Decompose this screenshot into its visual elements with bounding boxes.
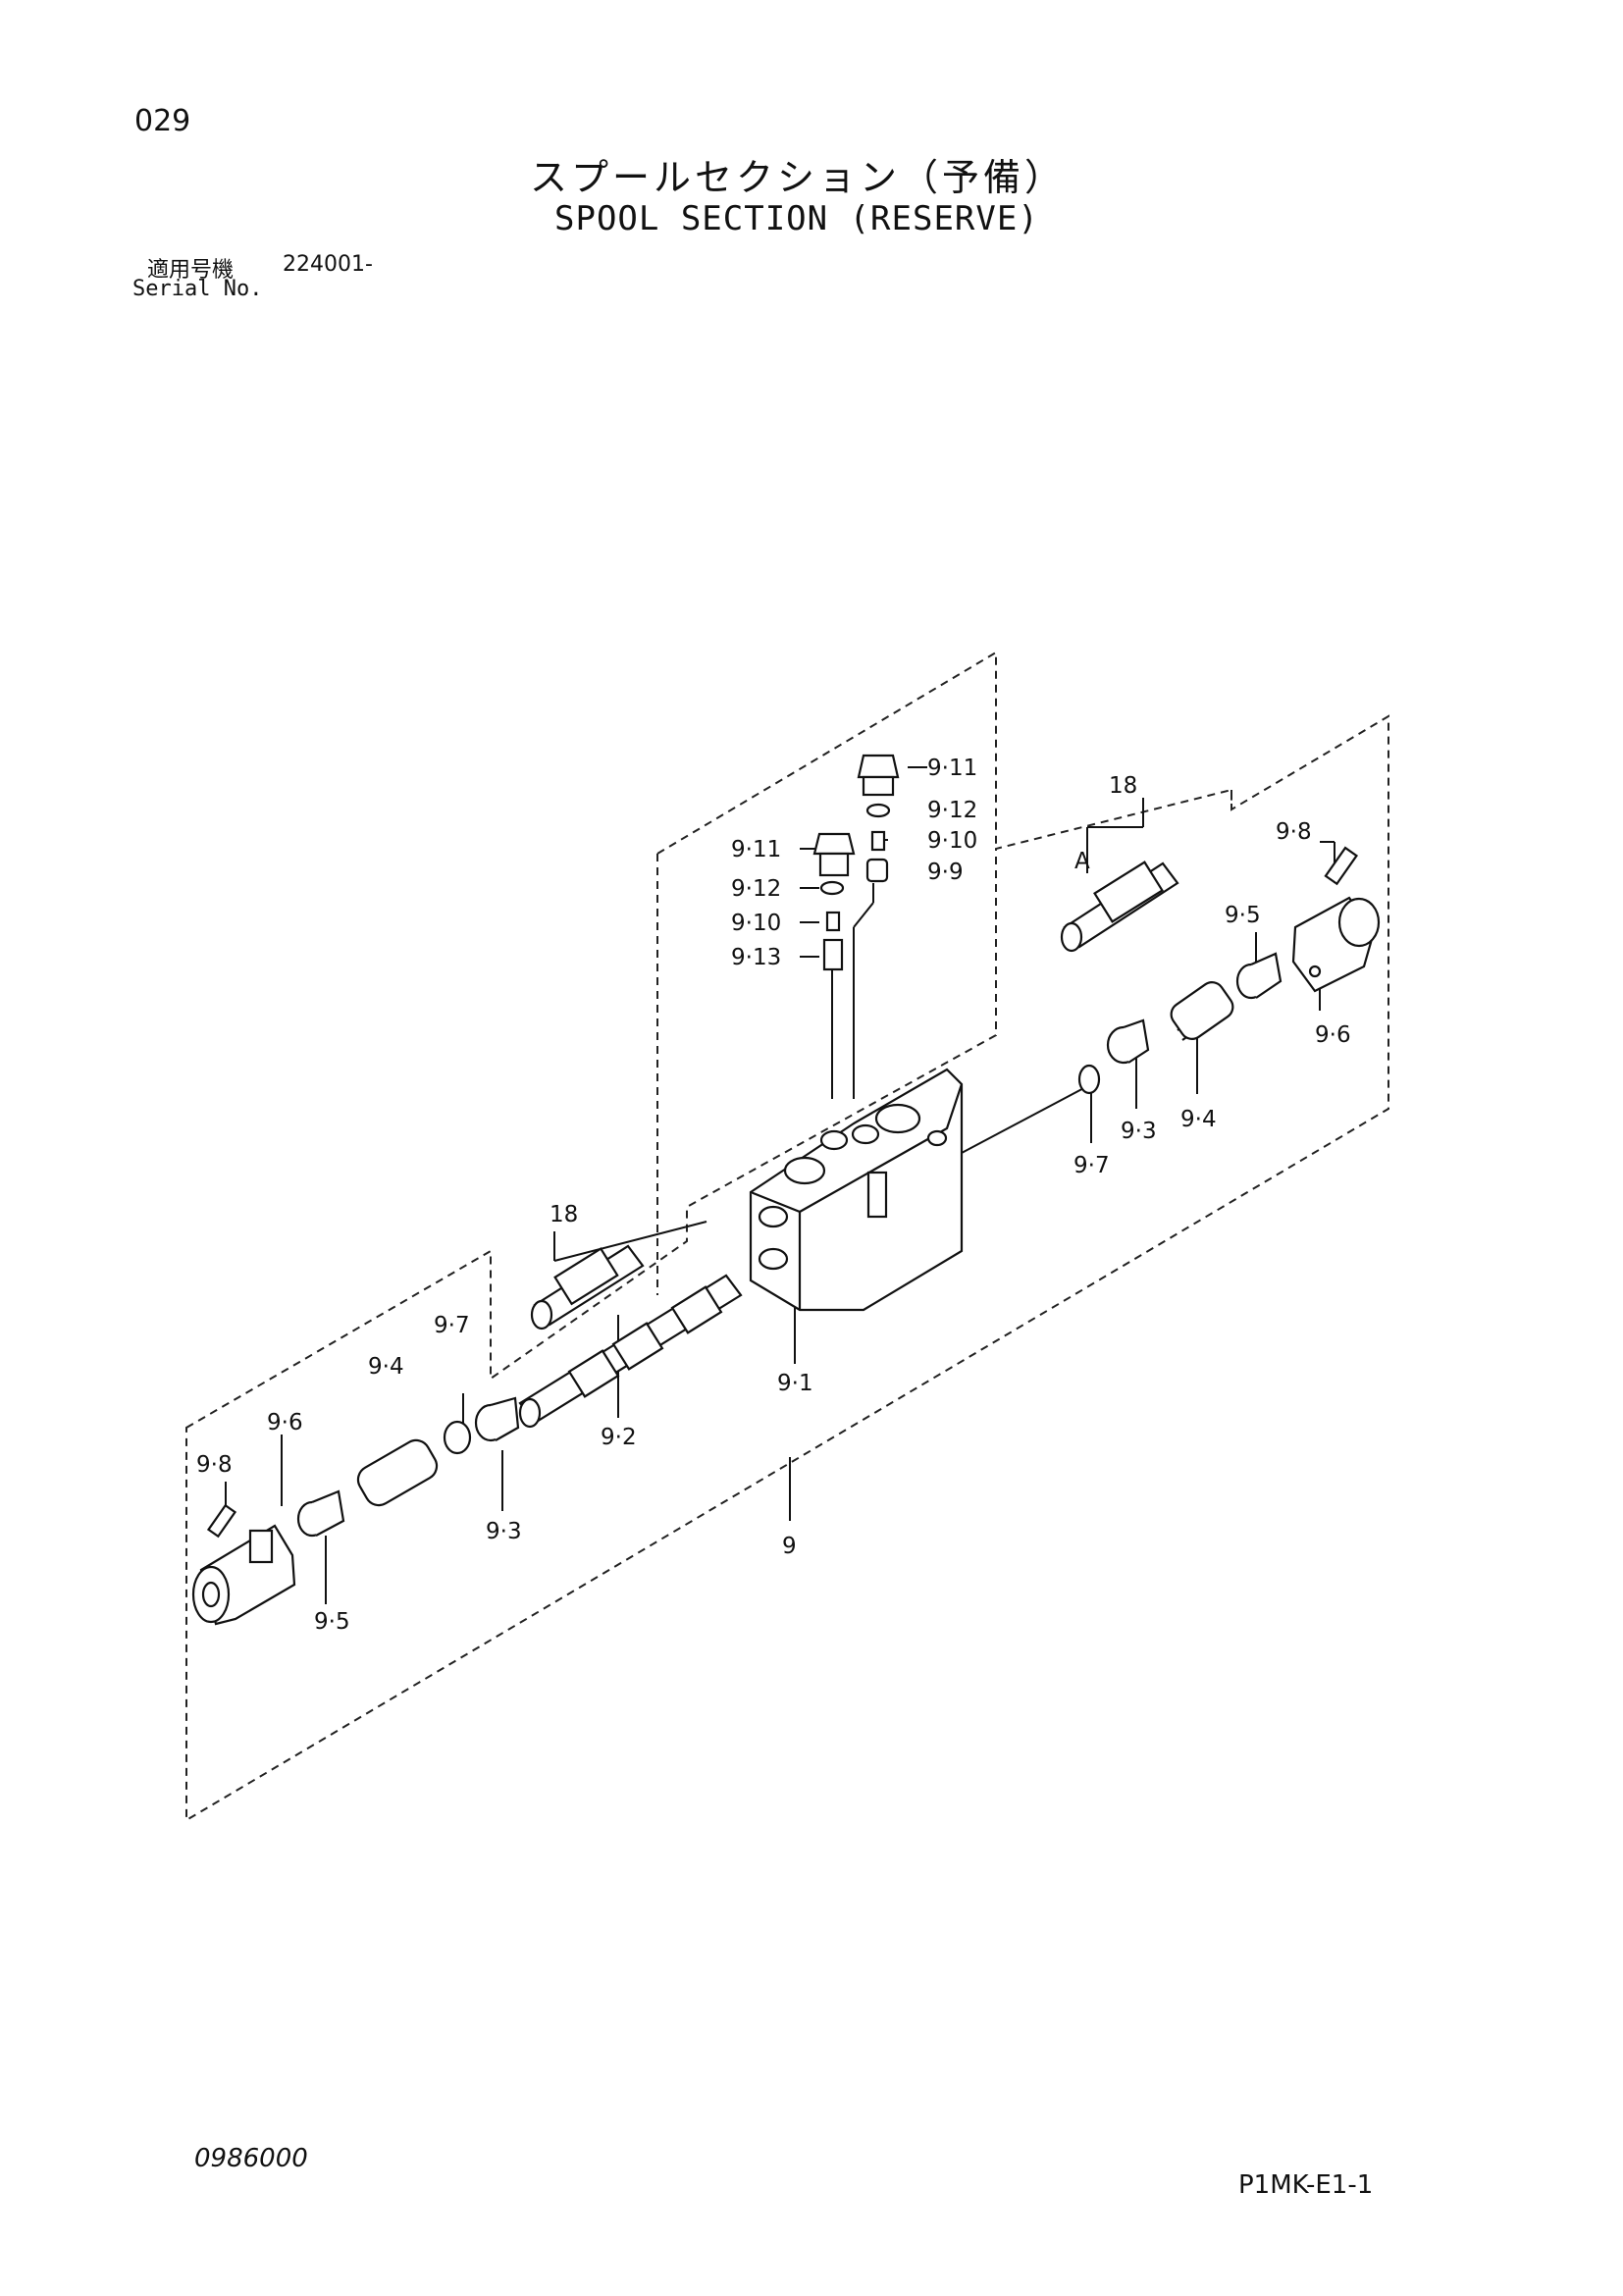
callout-9-5-left: 9·5 bbox=[314, 1609, 350, 1635]
plug-left bbox=[812, 832, 856, 877]
callout-9: 9 bbox=[782, 1534, 797, 1559]
assembly-boundary bbox=[185, 714, 1389, 1822]
callout-9-12-right: 9·12 bbox=[927, 798, 977, 823]
small-spring-right bbox=[870, 830, 886, 852]
bolt-left bbox=[206, 1503, 237, 1539]
relief-valve-right bbox=[1060, 861, 1179, 953]
callout-9-8-left: 9·8 bbox=[196, 1452, 233, 1478]
o-ring-left-9-7 bbox=[443, 1420, 472, 1455]
cover-right bbox=[1291, 896, 1381, 993]
title-english: SPOOL SECTION (RESERVE) bbox=[554, 199, 1039, 238]
bolt-right bbox=[1324, 846, 1359, 886]
title-japanese: スプールセクション（予備） bbox=[530, 156, 1067, 199]
check-valve bbox=[822, 938, 844, 971]
serial-label-japanese: 適用号機 bbox=[147, 258, 235, 283]
callout-9-10-left: 9·10 bbox=[731, 911, 781, 936]
callout-9-11-right: 9·11 bbox=[927, 756, 977, 781]
callout-9-7-left: 9·7 bbox=[434, 1313, 470, 1338]
spring-right-coil bbox=[1170, 981, 1234, 1040]
callout-9-10-right: 9·10 bbox=[927, 828, 977, 854]
callout-9-5-right: 9·5 bbox=[1225, 903, 1261, 928]
callout-a: A bbox=[1074, 849, 1090, 874]
o-ring-right-9-7 bbox=[1077, 1064, 1101, 1095]
poppet bbox=[865, 858, 889, 883]
small-spring-left bbox=[825, 911, 841, 932]
callout-18-left: 18 bbox=[550, 1202, 578, 1227]
cover-left bbox=[191, 1524, 296, 1626]
callout-9-13: 9·13 bbox=[731, 945, 781, 970]
callout-9-12-left: 9·12 bbox=[731, 876, 781, 902]
callout-9-3-left: 9·3 bbox=[486, 1519, 522, 1544]
callout-9-4-left: 9·4 bbox=[368, 1354, 404, 1380]
page-number: 029 bbox=[134, 104, 191, 138]
callout-9-1: 9·1 bbox=[777, 1371, 813, 1396]
callout-9-8-right: 9·8 bbox=[1276, 819, 1312, 845]
callout-9-6-left: 9·6 bbox=[267, 1410, 303, 1435]
callout-9-9: 9·9 bbox=[927, 860, 964, 885]
relief-valve-left bbox=[530, 1244, 645, 1331]
page-code: P1MK-E1-1 bbox=[1238, 2170, 1374, 2200]
spring-seat-left-9-5 bbox=[296, 1489, 345, 1538]
callout-9-7-right: 9·7 bbox=[1073, 1153, 1110, 1178]
callout-9-2: 9·2 bbox=[601, 1425, 637, 1450]
callout-18-right: 18 bbox=[1109, 773, 1137, 799]
o-ring-right bbox=[865, 803, 891, 818]
relief-valve-boundary bbox=[656, 651, 997, 1295]
plug-right bbox=[857, 754, 900, 797]
spool bbox=[518, 1274, 743, 1429]
callout-9-3-right: 9·3 bbox=[1121, 1119, 1157, 1144]
spring-left bbox=[356, 1438, 439, 1507]
callout-9-11-left: 9·11 bbox=[731, 837, 781, 862]
document-code: 0986000 bbox=[194, 2144, 308, 2173]
spring-seat-right bbox=[1106, 1018, 1150, 1065]
serial-number: 224001- bbox=[283, 252, 373, 277]
spring-seat-left bbox=[474, 1396, 520, 1442]
callout-9-6-right: 9·6 bbox=[1315, 1022, 1351, 1048]
callout-9-4-right: 9·4 bbox=[1180, 1107, 1217, 1132]
valve-body bbox=[749, 1068, 964, 1312]
o-ring-left bbox=[819, 880, 845, 896]
spring-seat-right-9-5 bbox=[1235, 952, 1283, 1000]
serial-label-english: Serial No. bbox=[132, 277, 263, 301]
